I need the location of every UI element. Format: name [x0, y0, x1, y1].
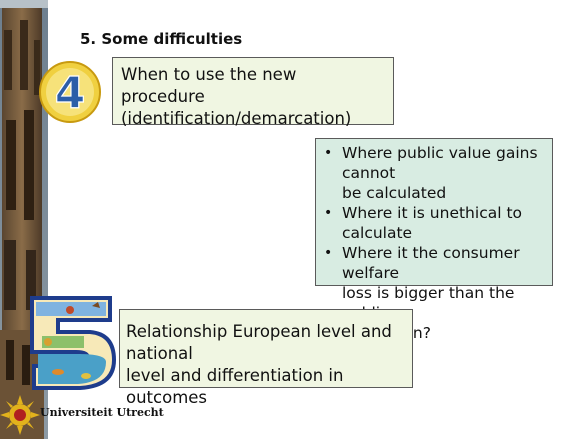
bullet-item: • Where it is unethical to calculate: [324, 203, 546, 243]
relationship-line-2: level and differentiation in outcomes: [126, 366, 344, 407]
bullet-text: Where it the consumer welfare: [342, 244, 520, 282]
bullet-icon: •: [324, 205, 333, 221]
number-4-badge-icon: 4: [39, 61, 101, 123]
bullet-text: be calculated: [342, 184, 447, 202]
bullet-text: Where it is unethical to calculate: [342, 204, 523, 242]
bullet-text: Where public value gains cannot: [342, 144, 538, 182]
university-name: Universiteit Utrecht: [40, 406, 164, 419]
bullet-icon: •: [324, 245, 333, 261]
number-5-illustration-icon: [30, 296, 117, 390]
tower-photo: [0, 0, 48, 439]
bullet-list: • Where public value gains cannot be cal…: [324, 143, 546, 343]
university-seal-icon: [0, 395, 40, 435]
slide-title: 5. Some difficulties: [80, 30, 243, 48]
difficulties-list-box: • Where public value gains cannot be cal…: [315, 138, 553, 342]
badge-4-number: 4: [55, 68, 86, 119]
when-line-2: (identification/demarcation): [121, 109, 352, 128]
bullet-icon: •: [324, 145, 333, 161]
relationship-box: Relationship European level and national…: [119, 309, 413, 407]
relationship-line-1: Relationship European level and national: [126, 322, 392, 363]
when-to-use-box: When to use the new procedure (identific…: [112, 57, 394, 128]
when-line-1: When to use the new procedure: [121, 65, 297, 106]
bullet-item: • Where public value gains cannot be cal…: [324, 143, 546, 203]
